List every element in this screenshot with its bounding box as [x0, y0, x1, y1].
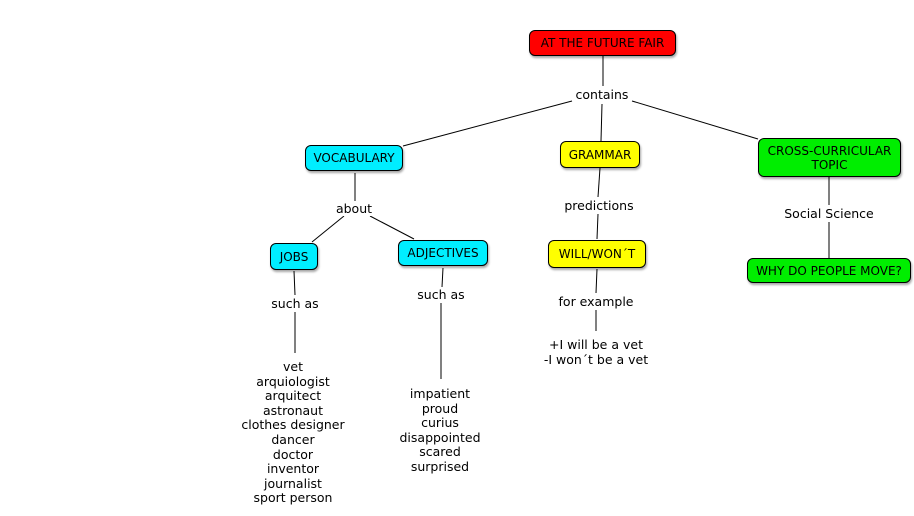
jobs-item: dancer — [271, 431, 315, 447]
line-contains-cross — [631, 100, 759, 140]
link-adjectives-such-as: such as — [415, 288, 467, 302]
jobs-list: vet arquiologist arquitect astronaut clo… — [233, 359, 353, 506]
jobs-item: arquitect — [264, 388, 322, 404]
jobs-item: inventor — [266, 461, 320, 477]
link-social-science: Social Science — [782, 207, 876, 221]
adjectives-item: disappointed — [399, 429, 481, 445]
adjectives-node: ADJECTIVES — [398, 240, 488, 266]
link-for-example: for example — [556, 295, 636, 309]
link-predictions: predictions — [562, 199, 636, 213]
cross-curricular-node: CROSS-CURRICULAR TOPIC — [758, 138, 901, 177]
jobs-item: sport person — [253, 490, 333, 506]
line-predictions-will — [596, 213, 599, 240]
jobs-node: JOBS — [270, 243, 318, 270]
jobs-item: journalist — [264, 475, 322, 491]
jobs-item: astronaut — [263, 402, 323, 418]
root-node: AT THE FUTURE FAIR — [529, 30, 676, 56]
will-wont-node: WILL/WON´T — [548, 240, 646, 268]
adjectives-item: proud — [421, 400, 459, 416]
examples-list: +I will be a vet -I won´t be a vet — [531, 337, 661, 367]
jobs-item: clothes designer — [241, 417, 345, 433]
link-about: about — [335, 201, 373, 216]
adjectives-list: impatient proud curius disappointed scar… — [390, 386, 490, 475]
adjectives-item: curius — [421, 415, 459, 431]
line-jobs-suchas — [293, 270, 296, 296]
link-contains: contains — [574, 87, 630, 102]
line-contains-vocabulary — [402, 100, 573, 147]
grammar-node: GRAMMAR — [560, 141, 640, 168]
jobs-item: vet — [283, 359, 303, 374]
example-item: -I won´t be a vet — [543, 351, 649, 367]
link-jobs-such-as: such as — [270, 296, 320, 311]
jobs-item: doctor — [272, 446, 314, 462]
adjectives-item: impatient — [409, 386, 471, 401]
line-will-forexample — [595, 268, 598, 294]
line-about-adjectives — [369, 215, 415, 240]
line-about-jobs — [311, 215, 345, 243]
example-item: +I will be a vet — [549, 337, 643, 352]
adjectives-item: scared — [419, 444, 461, 460]
line-contains-grammar — [600, 103, 603, 142]
adjectives-item: surprised — [410, 458, 470, 474]
jobs-item: arquiologist — [256, 373, 330, 389]
line-adjectives-suchas — [441, 267, 444, 288]
vocabulary-node: VOCABULARY — [305, 145, 403, 171]
line-grammar-predictions — [597, 167, 601, 198]
why-people-move-node: WHY DO PEOPLE MOVE? — [747, 258, 911, 283]
